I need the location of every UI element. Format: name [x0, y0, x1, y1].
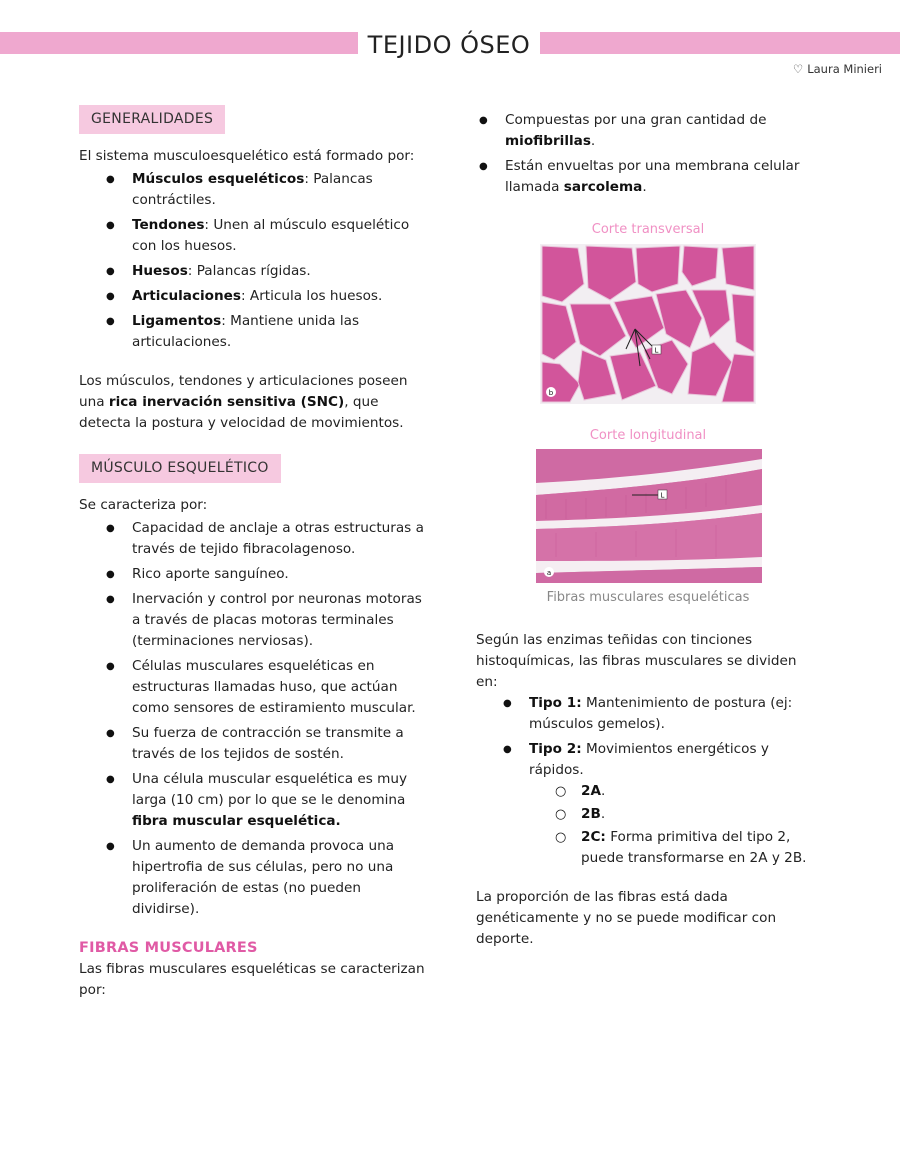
list-item: Ligamentos: Mantiene unida las articulac…: [79, 311, 431, 353]
image-label-l2: L: [661, 492, 665, 500]
caption-corte-longitudinal: Corte longitudinal: [589, 428, 707, 443]
list-item: Tipo 2: Movimientos energéticos y rápido…: [476, 739, 821, 869]
list-item: Células musculares esqueléticas en estru…: [79, 656, 431, 719]
proportion-paragraph: La proporción de las fibras está dada ge…: [476, 889, 777, 947]
list-item: Rico aporte sanguíneo.: [79, 564, 431, 585]
list-item: Capacidad de anclaje a otras estructuras…: [79, 518, 431, 560]
characteristics-list: Capacidad de anclaje a otras estructuras…: [79, 518, 431, 920]
section-tag-musculo: MÚSCULO ESQUELÉTICO: [79, 454, 281, 483]
longitudinal-section-image: L a: [536, 449, 762, 583]
list-item: Una célula muscular esquelética es muy l…: [79, 769, 431, 832]
innervation-paragraph: Los músculos, tendones y articulaciones …: [79, 373, 408, 431]
author-name: Laura Minieri: [807, 62, 882, 76]
sublist-item: 2C: Forma primitiva del tipo 2, puede tr…: [476, 827, 821, 869]
image-label-l: L: [655, 347, 659, 355]
fiber-types-list: Tipo 1: Mantenimiento de postura (ej: mú…: [476, 693, 821, 869]
heart-icon: ♡: [792, 62, 804, 76]
fibers-paragraph: Las fibras musculares esqueléticas se ca…: [79, 961, 425, 998]
cross-section-image: L b: [540, 244, 756, 404]
header-band-left: [0, 32, 358, 54]
fibers-list: Compuestas por una gran cantidad de miof…: [452, 110, 821, 198]
page-title: TEJIDO ÓSEO: [367, 31, 531, 59]
list-item: Su fuerza de contracción se transmite a …: [79, 723, 431, 765]
list-item: Inervación y control por neuronas motora…: [79, 589, 431, 652]
sublist-item: 2B.: [476, 804, 821, 825]
header-band-right: [540, 32, 900, 54]
sublist-item: 2A.: [476, 781, 821, 802]
caption-fibras: Fibras musculares esqueléticas: [546, 590, 750, 605]
image-label-b: b: [549, 389, 554, 397]
list-item: Están envueltas por una membrana celular…: [452, 156, 821, 198]
section-tag-generalidades: GENERALIDADES: [79, 105, 226, 134]
caption-corte-transversal: Corte transversal: [591, 222, 705, 237]
left-column: GENERALIDADES El sistema musculoesquelét…: [79, 105, 431, 1001]
list-item: Huesos: Palancas rígidas.: [79, 261, 431, 282]
author: ♡Laura Minieri: [793, 62, 882, 76]
type2-sublist: 2A. 2B. 2C: Forma primitiva del tipo 2, …: [476, 781, 821, 869]
list-item: Tendones: Unen al músculo esquelético co…: [79, 215, 431, 257]
characteristics-intro: Se caracteriza por:: [79, 497, 208, 513]
image-label-a: a: [547, 569, 551, 577]
intro-text: El sistema musculoesquelético está forma…: [79, 148, 415, 164]
list-item: Tipo 1: Mantenimiento de postura (ej: mú…: [476, 693, 821, 735]
section-heading-fibras: FIBRAS MUSCULARES: [79, 940, 258, 956]
enzymes-paragraph: Según las enzimas teñidas con tinciones …: [476, 632, 797, 690]
list-item: Compuestas por una gran cantidad de miof…: [452, 110, 821, 152]
right-column-bottom: Según las enzimas teñidas con tinciones …: [476, 630, 821, 950]
components-list: Músculos esqueléticos: Palancas contráct…: [79, 169, 431, 353]
list-item: Un aumento de demanda provoca una hipert…: [79, 836, 431, 920]
list-item: Articulaciones: Articula los huesos.: [79, 286, 431, 307]
list-item: Músculos esqueléticos: Palancas contráct…: [79, 169, 431, 211]
right-column-top: Compuestas por una gran cantidad de miof…: [476, 110, 821, 202]
